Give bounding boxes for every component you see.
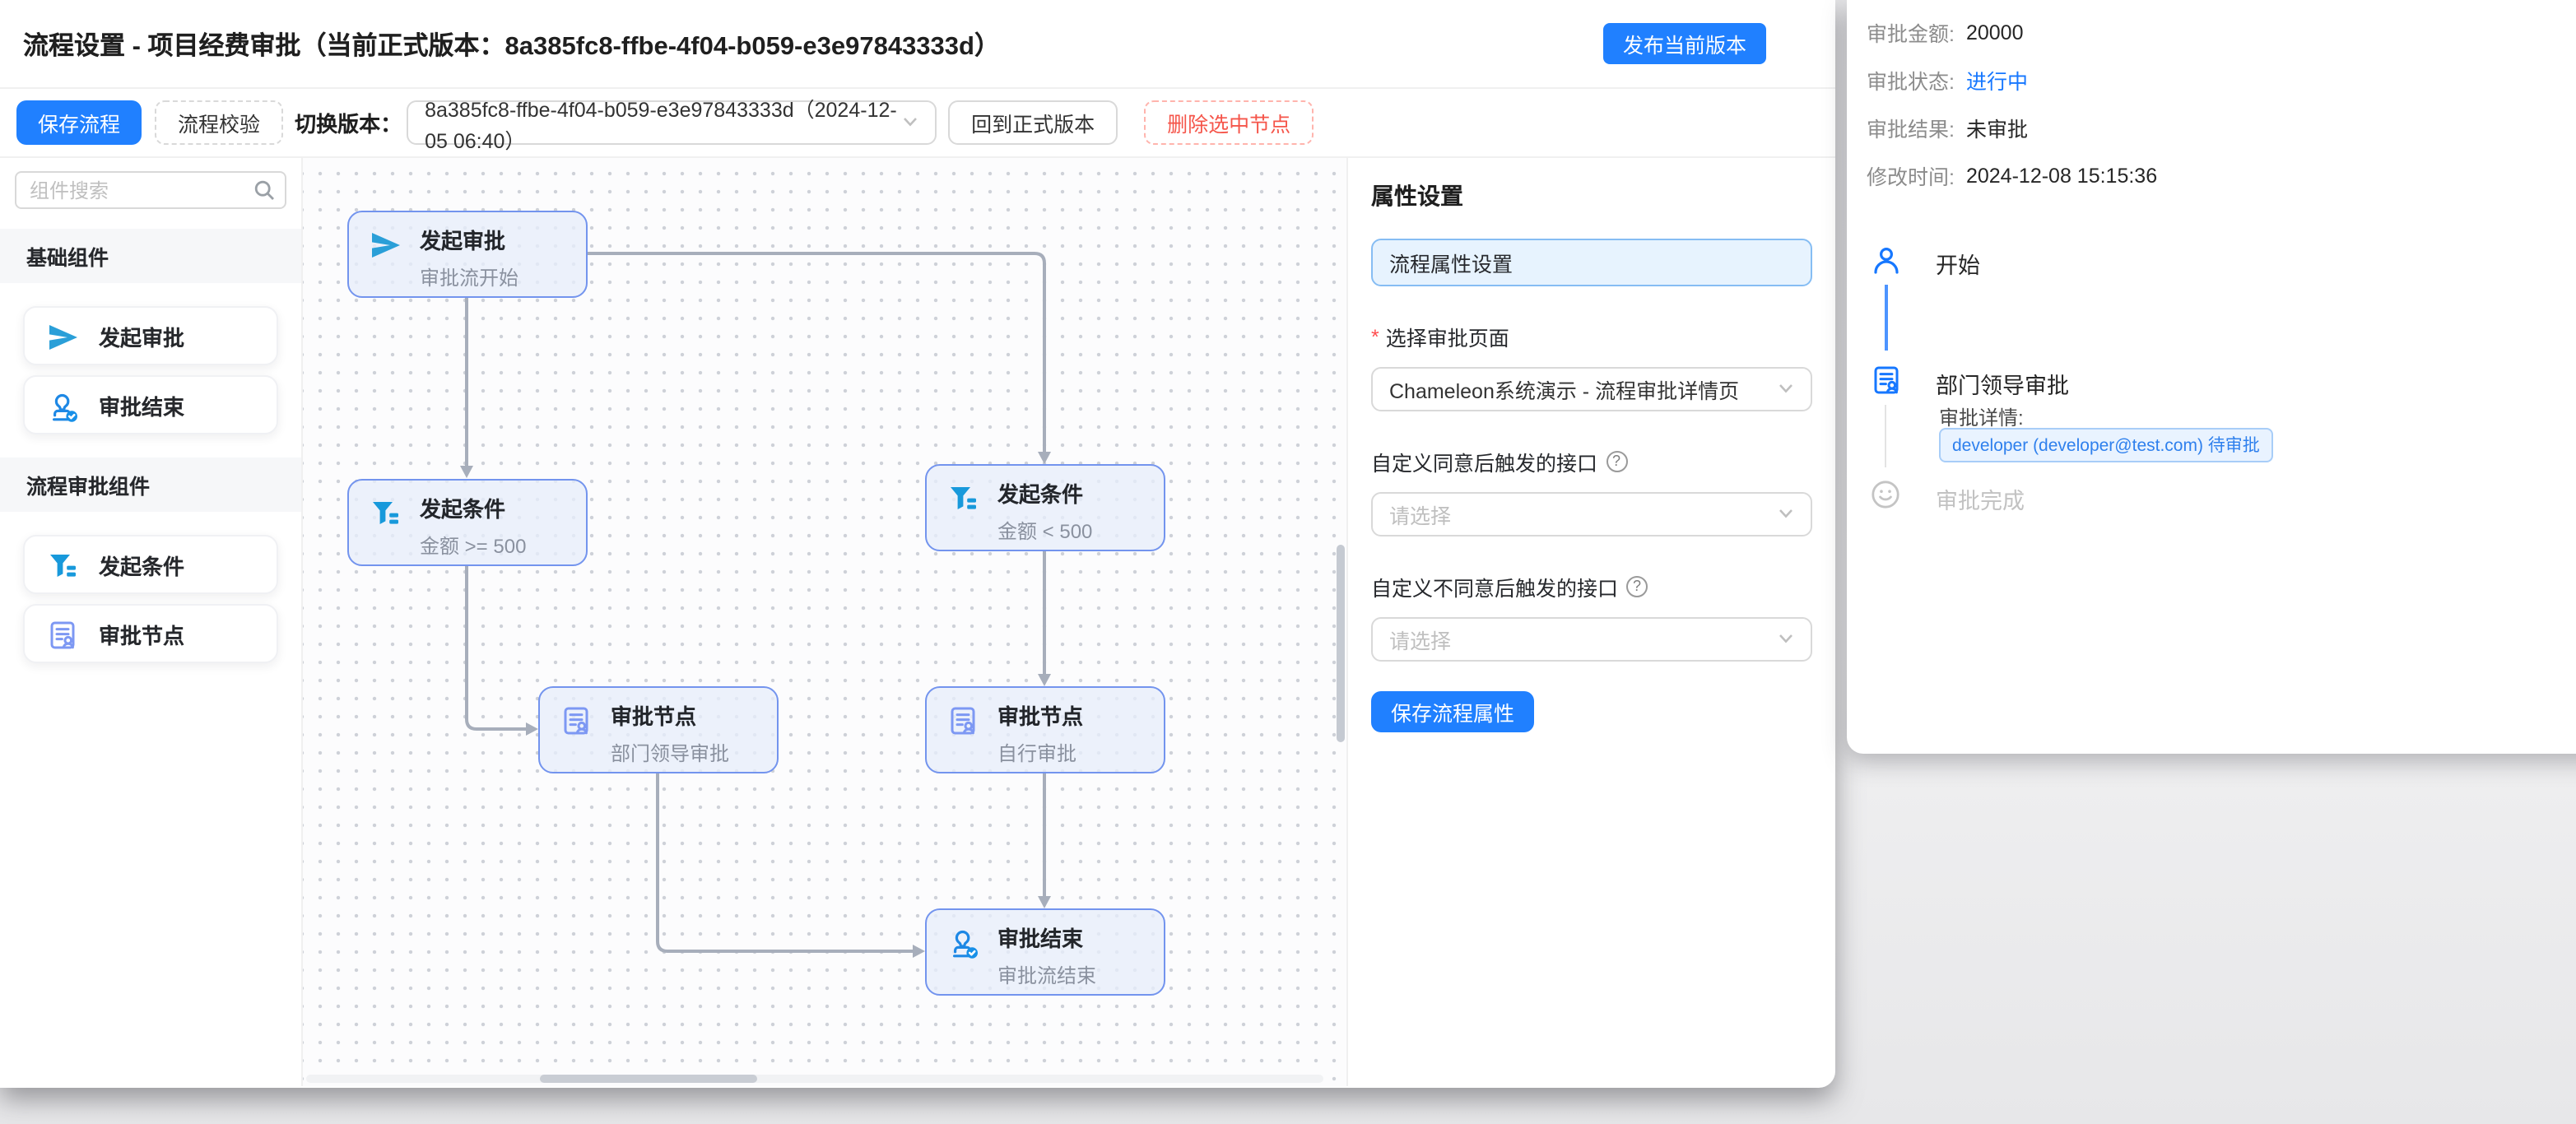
- validate-flow-button[interactable]: 流程校验: [155, 100, 284, 145]
- search-input[interactable]: [15, 171, 286, 209]
- chevron-down-icon: [1778, 378, 1794, 401]
- paper-plane-icon: [369, 229, 402, 262]
- node-title: 发起审批: [420, 229, 506, 253]
- stamp-check-icon: [946, 927, 979, 959]
- sidebar-item-condition[interactable]: 发起条件: [23, 535, 278, 594]
- save-flow-button[interactable]: 保存流程: [16, 100, 142, 145]
- page-title: 流程设置 - 项目经费审批（当前正式版本：8a385fc8-ffbe-4f04-…: [23, 32, 1000, 60]
- node-subtitle: 部门领导审批: [611, 742, 730, 765]
- chevron-down-icon: [1778, 628, 1794, 651]
- detail-row-status: 审批状态: 进行中: [1867, 56, 2576, 104]
- smiley-icon: [1870, 479, 1901, 518]
- help-icon: [1626, 576, 1648, 597]
- canvas-horizontal-scroll-track: [306, 1075, 1323, 1083]
- flow-node-start[interactable]: 发起审批 审批流开始: [347, 211, 588, 298]
- required-asterisk: *: [1371, 325, 1379, 348]
- approval-page-label: * 选择审批页面: [1371, 325, 1509, 351]
- filter-icon: [369, 497, 402, 530]
- timeline-start-label: 开始: [1936, 253, 1980, 278]
- flow-node-leader-approval[interactable]: 审批节点 部门领导审批: [538, 686, 779, 773]
- toolbar: 保存流程 流程校验 切换版本： 8a385fc8-ffbe-4f04-b059-…: [0, 89, 1835, 158]
- publish-version-button[interactable]: 发布当前版本: [1602, 23, 1766, 64]
- detail-row-result: 审批结果: 未审批: [1867, 118, 2028, 142]
- timeline-connector: [1885, 285, 1887, 351]
- approval-detail-label: 审批详情:: [1939, 406, 2024, 430]
- component-sidebar: 基础组件 发起审批: [0, 158, 303, 1086]
- node-title: 审批结束: [997, 927, 1084, 951]
- node-subtitle: 金额 >= 500: [420, 535, 527, 558]
- flow-node-condition-gte[interactable]: 发起条件 金额 >= 500: [347, 479, 588, 566]
- disagree-hook-label: 自定义不同意后触发的接口: [1371, 571, 1812, 602]
- section-flow-approval-components: 流程审批组件: [0, 457, 301, 512]
- agree-hook-label: 自定义同意后触发的接口: [1371, 446, 1812, 477]
- status-badge: 进行中: [1965, 71, 2028, 94]
- agree-hook-select[interactable]: 请选择: [1371, 492, 1812, 536]
- timeline-node-label: 部门领导审批: [1936, 374, 2069, 398]
- filter-icon: [46, 549, 79, 582]
- stamp-check-icon: [46, 389, 79, 422]
- help-icon: [1606, 451, 1628, 472]
- flow-node-self-approval[interactable]: 审批节点 自行审批: [925, 686, 1165, 773]
- version-select-value: 8a385fc8-ffbe-4f04-b059-e3e97843333d（202…: [425, 98, 897, 152]
- designer-content: 基础组件 发起审批: [0, 158, 1835, 1086]
- approval-page-value: Chameleon系统演示 - 流程审批详情页: [1389, 380, 1740, 403]
- filter-icon: [946, 482, 979, 515]
- timeline-connector: [1885, 405, 1886, 467]
- component-search: [15, 171, 286, 209]
- properties-title: 属性设置: [1371, 183, 1463, 209]
- detail-row-amount: 审批金额: 20000: [1867, 21, 2024, 46]
- flow-node-end[interactable]: 审批结束 审批流结束: [925, 908, 1165, 996]
- node-title: 审批节点: [997, 704, 1084, 729]
- approval-node-icon: [946, 704, 979, 737]
- back-to-official-button[interactable]: 回到正式版本: [948, 100, 1118, 145]
- node-subtitle: 金额 < 500: [997, 520, 1093, 543]
- properties-panel: 属性设置 流程属性设置 * 选择审批页面 Chameleon系统演示 - 流程审…: [1346, 158, 1835, 1086]
- flow-node-condition-lt[interactable]: 发起条件 金额 < 500: [925, 464, 1165, 551]
- delete-selected-node-button[interactable]: 删除选中节点: [1144, 100, 1314, 145]
- sidebar-item-label: 发起审批: [99, 325, 185, 350]
- sidebar-item-label: 发起条件: [99, 554, 185, 578]
- approval-node-icon: [46, 618, 79, 651]
- save-flow-properties-button[interactable]: 保存流程属性: [1371, 691, 1535, 732]
- switch-version-label: 切换版本：: [295, 112, 402, 137]
- search-icon: [253, 179, 275, 209]
- flow-designer-window: 流程设置 - 项目经费审批（当前正式版本：8a385fc8-ffbe-4f04-…: [0, 0, 1835, 1088]
- app-header: 流程设置 - 项目经费审批（当前正式版本：8a385fc8-ffbe-4f04-…: [0, 0, 1835, 89]
- version-select[interactable]: 8a385fc8-ffbe-4f04-b059-e3e97843333d（202…: [407, 98, 937, 152]
- flow-name-input[interactable]: 流程属性设置: [1371, 239, 1812, 286]
- detail-row-modified: 修改时间: 2024-12-08 15:15:36: [1867, 164, 2158, 189]
- timeline-done-label: 审批完成: [1936, 489, 2025, 513]
- approver-tag: developer (developer@test.com) 待审批: [1939, 428, 2273, 462]
- canvas-horizontal-scrollbar[interactable]: [540, 1075, 757, 1083]
- sidebar-item-label: 审批结束: [99, 394, 185, 419]
- sidebar-item-end-approval[interactable]: 审批结束: [23, 375, 278, 434]
- canvas-vertical-scrollbar[interactable]: [1337, 545, 1345, 742]
- sidebar-item-approval-node[interactable]: 审批节点: [23, 604, 278, 663]
- node-subtitle: 审批流结束: [997, 964, 1097, 987]
- node-title: 审批节点: [611, 704, 697, 729]
- node-title: 发起条件: [420, 497, 506, 522]
- person-icon: [1870, 244, 1903, 285]
- chevron-down-icon: [902, 111, 918, 134]
- section-basic-components: 基础组件: [0, 229, 301, 283]
- disagree-hook-select[interactable]: 请选择: [1371, 617, 1812, 662]
- approval-timeline: 开始 部门领导审批 审批详情: developer (developer@tes…: [1867, 199, 2576, 693]
- paper-plane-icon: [46, 320, 79, 353]
- node-title: 发起条件: [997, 482, 1084, 507]
- node-subtitle: 审批流开始: [420, 267, 519, 290]
- node-subtitle: 自行审批: [997, 742, 1077, 765]
- chevron-down-icon: [1778, 503, 1794, 526]
- sidebar-item-start-approval[interactable]: 发起审批: [23, 306, 278, 365]
- approval-page-select[interactable]: Chameleon系统演示 - 流程审批详情页: [1371, 367, 1812, 411]
- sidebar-item-label: 审批节点: [99, 623, 185, 648]
- approval-detail-panel: 审批金额: 20000 审批状态: 进行中 审批结果: 未审批 修改时间: 20…: [1847, 0, 2576, 754]
- approval-doc-icon: [1870, 364, 1903, 405]
- flow-canvas[interactable]: 发起审批 审批流开始 发起条件 金额 >= 500 发起条件: [303, 158, 1346, 1086]
- flow-name-value: 流程属性设置: [1389, 253, 1514, 276]
- approval-node-icon: [560, 704, 593, 737]
